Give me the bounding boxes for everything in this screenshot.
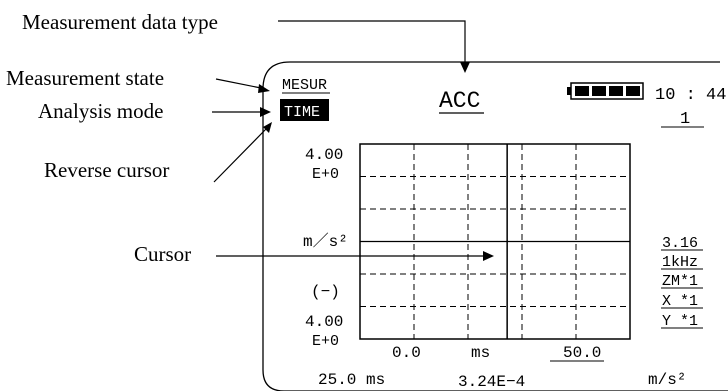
arrowhead-data-type xyxy=(460,62,470,73)
screen-border xyxy=(262,61,728,391)
parameter-item: ZM*1 xyxy=(662,273,698,290)
cursor-unit-readout: m/s² xyxy=(648,371,686,389)
battery-cell xyxy=(592,86,606,96)
y-unit-label: m／s² xyxy=(303,233,348,251)
data-type-label: ACC xyxy=(439,88,480,114)
waveform-plot xyxy=(359,143,631,340)
plot-frame xyxy=(359,143,631,340)
arrowhead-reverse-cursor xyxy=(263,122,272,133)
cursor-value-readout: 3.24E−4 xyxy=(458,373,525,391)
measurement-state-label: MESUR xyxy=(282,77,327,94)
x-start-label: 0.0 xyxy=(392,344,421,362)
callout-cursor: Cursor xyxy=(134,242,191,266)
analysis-mode-label: TIME xyxy=(284,104,320,121)
battery-icon xyxy=(567,82,644,100)
parameter-item: Y *1 xyxy=(662,313,698,330)
y-negative-sign: (−) xyxy=(311,283,340,301)
leader-state xyxy=(215,78,262,89)
y-top-exponent: E+0 xyxy=(312,166,339,183)
clock-time: 10 : 44 xyxy=(655,86,726,105)
leader-data-type xyxy=(278,20,466,63)
analysis-mode-highlight xyxy=(280,99,329,121)
y-top-value: 4.00 xyxy=(305,146,343,164)
parameter-item: 3.16 xyxy=(662,235,698,252)
parameter-item: X *1 xyxy=(662,293,698,310)
x-end-label: 50.0 xyxy=(563,344,601,362)
cursor-time-readout: 25.0 ms xyxy=(318,371,385,389)
callout-measurement-state: Measurement state xyxy=(6,66,164,90)
x-unit-label: ms xyxy=(471,344,490,362)
battery-cell xyxy=(575,86,589,96)
parameter-item: 1kHz xyxy=(662,254,698,271)
arrowhead-cursor xyxy=(483,251,494,261)
arrowhead-mode xyxy=(260,107,271,117)
arrowhead-state xyxy=(258,84,270,93)
leader-reverse-cursor xyxy=(213,128,267,183)
callout-analysis-mode: Analysis mode xyxy=(38,99,163,123)
battery-cell xyxy=(626,86,640,96)
y-bottom-exponent: E+0 xyxy=(312,333,339,350)
callout-measurement-data-type: Measurement data type xyxy=(22,10,218,34)
y-bottom-value: 4.00 xyxy=(305,313,343,331)
callout-reverse-cursor: Reverse cursor xyxy=(44,158,169,182)
channel-number: 1 xyxy=(680,110,690,129)
battery-cell xyxy=(609,86,623,96)
